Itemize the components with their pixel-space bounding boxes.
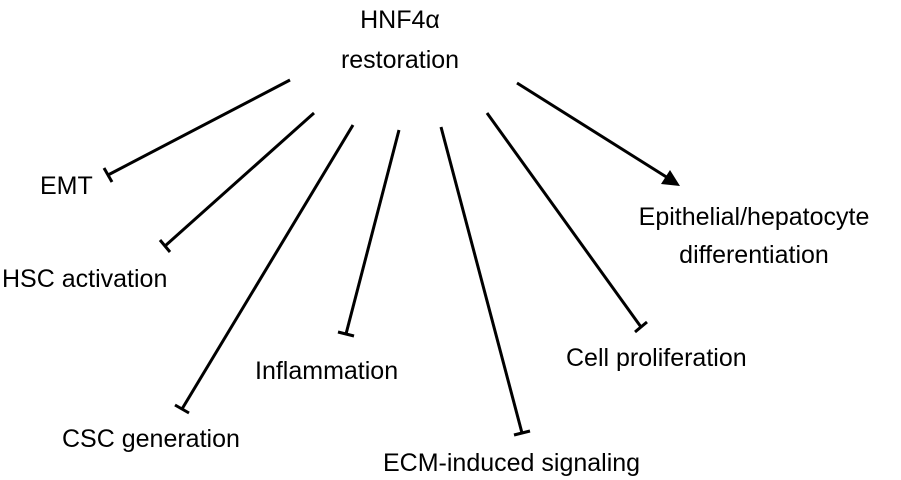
differentiation-label-line1: Epithelial/hepatocyte: [638, 203, 870, 231]
edge-csc-generation-inhibit: [174, 124, 355, 415]
target-label-inflammation: Inflammation: [255, 357, 399, 385]
target-label-cell-proliferation: Cell proliferation: [566, 344, 747, 372]
edge-differentiation-promote: [516, 81, 669, 180]
arrowhead-differentiation: [661, 170, 680, 186]
target-label-differentiation: Epithelial/hepatocyte differentiation: [610, 202, 898, 270]
source-label-line1: HNF4α: [360, 6, 440, 34]
edge-emt-inhibit: [102, 78, 291, 183]
source-node: HNF4α restoration: [300, 5, 500, 75]
target-label-csc-generation: CSC generation: [62, 425, 240, 453]
edge-cell-proliferation-inhibit: [485, 112, 648, 334]
target-label-emt: EMT: [40, 172, 93, 200]
edge-inflammation-inhibit: [337, 129, 401, 338]
source-label-line2: restoration: [340, 46, 460, 74]
edge-ecm-signaling-inhibit: [439, 126, 531, 437]
target-label-ecm-signaling: ECM-induced signaling: [383, 449, 641, 477]
edge-hsc-activation-inhibit: [158, 111, 315, 253]
target-label-hsc-activation: HSC activation: [2, 265, 168, 293]
differentiation-label-line2: differentiation: [679, 241, 829, 269]
